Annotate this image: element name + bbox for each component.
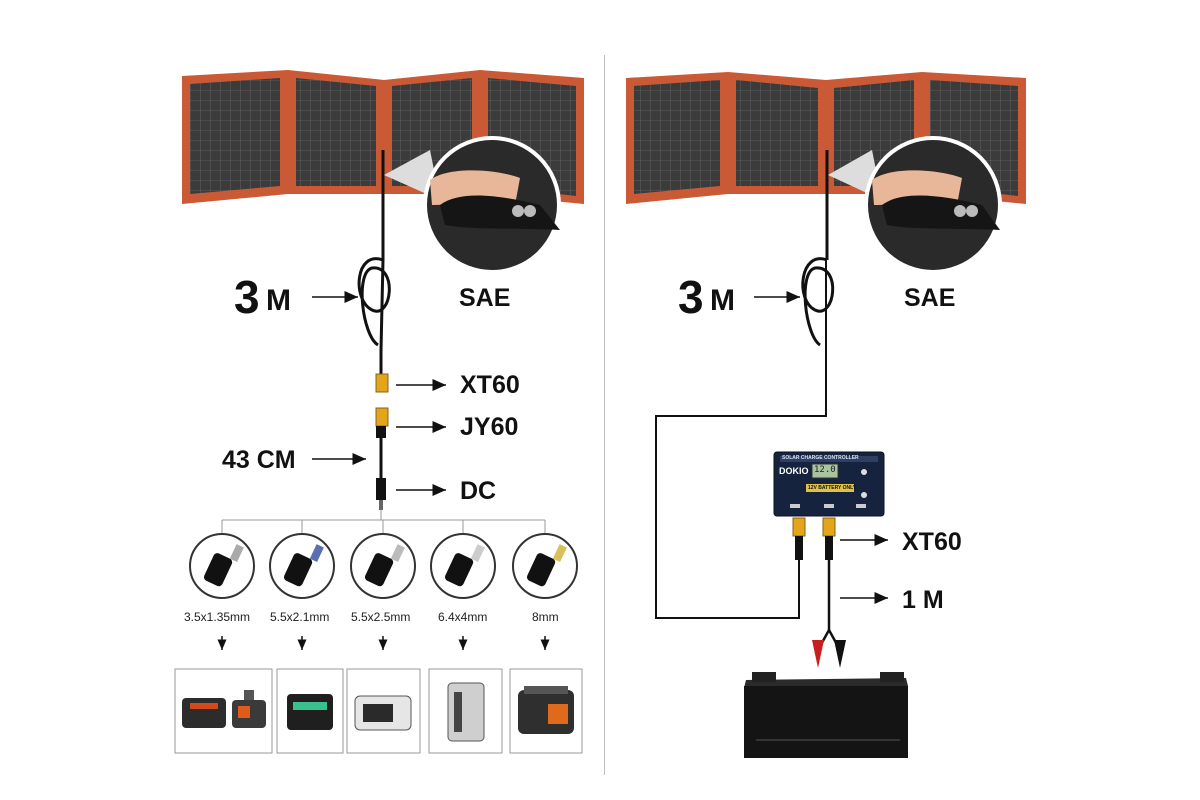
clamp-length-label: 1 M <box>902 586 944 614</box>
adapter-length-label: 43 CM <box>222 446 296 474</box>
left-cable-length-unit: M <box>266 284 291 317</box>
left-cable-length-number: 3 <box>234 271 260 323</box>
right-xt60-label: XT60 <box>902 528 962 556</box>
power-station-images <box>174 668 583 754</box>
jy60-label: JY60 <box>460 413 519 441</box>
right-sae-zoom <box>828 136 1002 274</box>
dc-tip-icons <box>189 533 578 599</box>
right-sae-label: SAE <box>904 284 956 312</box>
left-xt60-label: XT60 <box>460 371 520 399</box>
controller-brand: DOKIO <box>779 466 809 476</box>
left-sae-label: SAE <box>459 284 511 312</box>
controller-display: 12.0 <box>814 465 836 475</box>
section-divider <box>604 55 605 775</box>
tip-size-label: 8mm <box>532 610 559 624</box>
right-cable-length-number: 3 <box>678 271 704 323</box>
controller-title: SOLAR CHARGE CONTROLLER <box>782 455 859 461</box>
tip-size-label: 6.4x4mm <box>438 610 488 624</box>
left-cable <box>357 150 391 480</box>
tip-size-label: 5.5x2.1mm <box>270 610 330 624</box>
dc-label: DC <box>460 477 497 505</box>
controller-note: 12V BATTERY ONLY <box>808 485 857 491</box>
tip-size-label: 5.5x2.5mm <box>351 610 411 624</box>
charge-controller <box>773 451 885 517</box>
tip-size-label: 3.5x1.35mm <box>184 610 251 624</box>
left-sae-zoom <box>384 136 561 274</box>
battery <box>744 672 908 758</box>
right-cable-length-unit: M <box>710 284 735 317</box>
